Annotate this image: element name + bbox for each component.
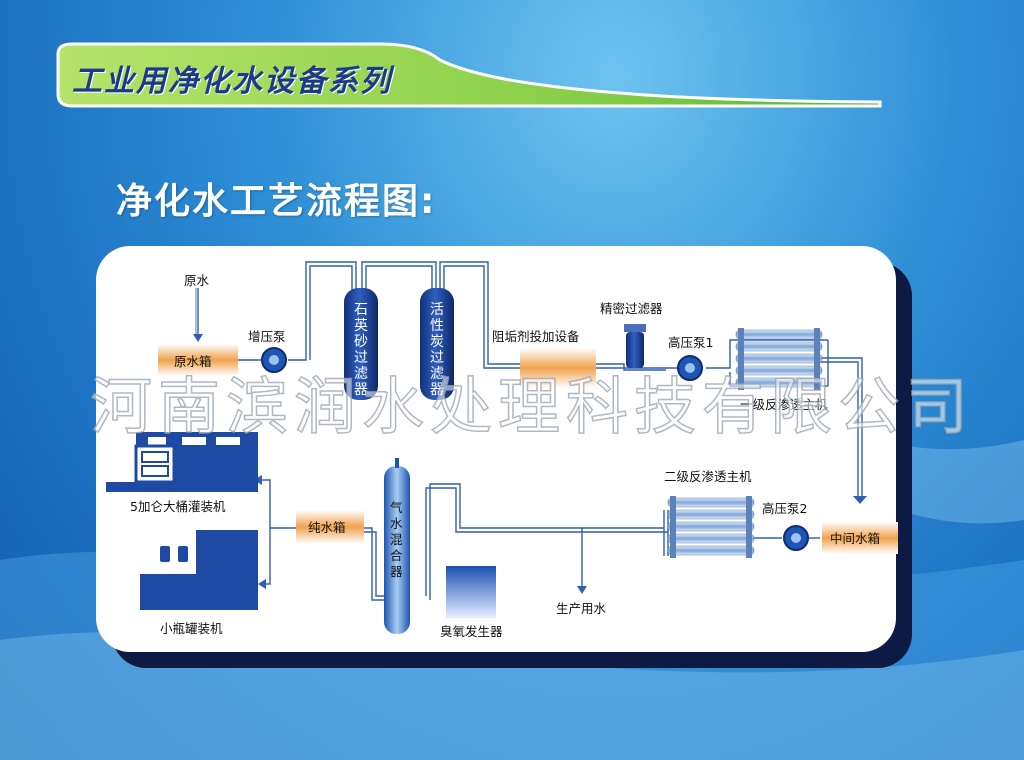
barrel-filling-machine	[106, 432, 258, 492]
svg-text:合: 合	[390, 548, 403, 563]
hp-pump-2-label: 高压泵2	[762, 501, 807, 516]
quartz-sand-filter	[344, 288, 378, 400]
mid-tank-label: 中间水箱	[830, 531, 880, 546]
pure-tank-label: 纯水箱	[308, 520, 346, 535]
svg-text:过: 过	[430, 350, 444, 366]
raw-water-label: 原水	[184, 273, 210, 288]
svg-text:气: 气	[390, 500, 403, 515]
antiscalant-label: 阻垢剂投加设备	[492, 329, 580, 344]
ro-stage-1-membranes	[735, 328, 823, 390]
svg-text:过: 过	[354, 350, 368, 366]
booster-pump-label: 增压泵	[248, 329, 286, 344]
svg-text:砂: 砂	[354, 334, 368, 350]
svg-text:器: 器	[430, 382, 444, 398]
pipes	[195, 261, 863, 601]
bottle-filling-machine	[140, 530, 258, 610]
ro-1-label: 一级反渗透主机	[740, 397, 828, 412]
quartz-filter-label: 石 英 砂 过 滤 器	[354, 302, 368, 398]
high-pressure-pump-2-icon	[783, 525, 809, 551]
hp-pump-1-label: 高压泵1	[668, 335, 713, 350]
precision-filter-label: 精密过滤器	[600, 301, 663, 316]
svg-text:活: 活	[430, 302, 444, 318]
raw-tank-label: 原水箱	[174, 354, 212, 369]
svg-text:混: 混	[390, 532, 403, 547]
production-water-label: 生产用水	[556, 601, 607, 616]
svg-text:水: 水	[390, 516, 403, 531]
carbon-filter-label: 活 性 炭 过 滤 器	[430, 302, 444, 398]
svg-text:炭: 炭	[430, 334, 444, 350]
gas-mixer-label: 气 水 混 合 器	[390, 500, 403, 579]
svg-text:英: 英	[354, 317, 368, 334]
precision-filter	[624, 324, 646, 368]
svg-text:石: 石	[354, 302, 368, 318]
svg-text:滤: 滤	[354, 366, 368, 382]
barrel-filler-label: 5加仑大桶灌装机	[130, 499, 226, 514]
ozone-label: 臭氧发生器	[440, 624, 503, 639]
svg-text:性: 性	[430, 318, 444, 334]
high-pressure-pump-1-icon	[677, 355, 703, 381]
banner-title: 工业用净化水设备系列	[72, 64, 392, 99]
antiscalant-dosing-unit	[520, 348, 596, 388]
intermediate-water-tank	[822, 522, 898, 554]
ro-stage-2-membranes	[667, 496, 755, 558]
page-title: 净化水工艺流程图:	[116, 181, 437, 222]
raw-water-tank	[158, 344, 238, 376]
booster-pump-icon	[261, 347, 287, 373]
svg-text:滤: 滤	[430, 366, 444, 382]
gas-water-mixer	[384, 458, 410, 634]
pure-water-tank	[296, 510, 364, 544]
svg-text:器: 器	[354, 382, 368, 398]
title-banner	[56, 42, 882, 108]
svg-text:器: 器	[390, 564, 403, 579]
activated-carbon-filter	[420, 288, 454, 400]
ro-2-label: 二级反渗透主机	[664, 469, 752, 484]
ozone-generator	[446, 566, 496, 618]
bottle-filler-label: 小瓶罐装机	[160, 621, 223, 636]
